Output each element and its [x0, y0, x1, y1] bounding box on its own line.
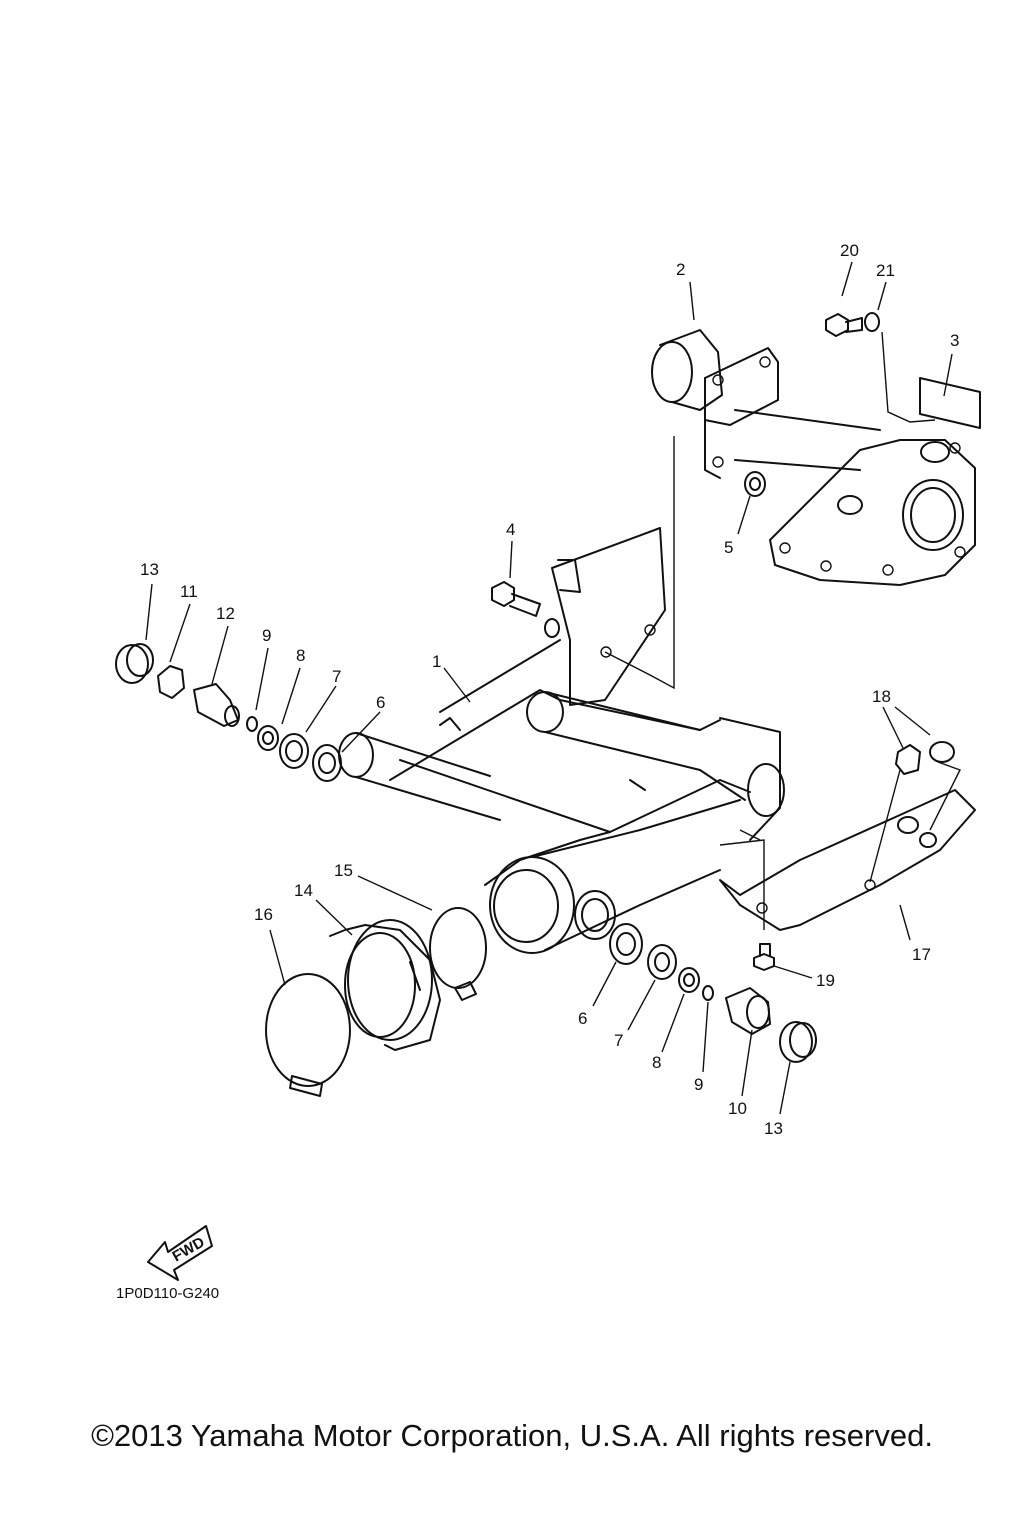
callout-7-right: 7	[614, 1031, 623, 1050]
callout-6-right: 6	[578, 1009, 587, 1028]
seal-7-left	[279, 733, 309, 769]
fwd-arrow-icon: FWD	[147, 1225, 213, 1281]
boot-14	[329, 919, 441, 1051]
washer-21	[864, 312, 880, 332]
callout-1: 1	[432, 652, 441, 671]
callout-6-left: 6	[376, 693, 385, 712]
nut-11	[157, 665, 185, 699]
callout-17: 17	[912, 945, 931, 964]
clamp-15	[429, 907, 487, 1001]
callout-9-right: 9	[694, 1075, 703, 1094]
bolt-4	[491, 581, 560, 638]
shaft-10	[725, 987, 771, 1035]
bearing-6-right	[609, 923, 643, 965]
callout-21: 21	[876, 261, 895, 280]
shaft-12	[193, 683, 240, 727]
collar-8-left	[257, 725, 279, 751]
leader-lines	[145, 261, 961, 1115]
callout-15: 15	[334, 861, 353, 880]
callout-7-left: 7	[332, 667, 341, 686]
bolt-19	[753, 943, 775, 971]
seal-7-right	[647, 944, 677, 980]
callout-13-right: 13	[764, 1119, 783, 1138]
cap-13-left	[115, 643, 154, 684]
callout-12: 12	[216, 604, 235, 623]
swingarm	[338, 527, 785, 954]
callout-20: 20	[840, 241, 859, 260]
bolt-20	[825, 313, 863, 337]
callout-19: 19	[816, 971, 835, 990]
callout-10: 10	[728, 1099, 747, 1118]
guard-17	[719, 789, 976, 931]
label-3	[919, 377, 981, 429]
callout-18: 18	[872, 687, 891, 706]
oring-9-right	[702, 985, 714, 1001]
callout-2: 2	[676, 260, 685, 279]
callout-9-left: 9	[262, 626, 271, 645]
callout-8-right: 8	[652, 1053, 661, 1072]
callout-8-left: 8	[296, 646, 305, 665]
callout-14: 14	[294, 881, 313, 900]
cap-13-right	[779, 1021, 817, 1063]
callout-3: 3	[950, 331, 959, 350]
clamp-16	[265, 973, 351, 1097]
callout-5: 5	[724, 538, 733, 557]
cap-18	[895, 741, 955, 775]
callout-13-left: 13	[140, 560, 159, 579]
oring-9-left	[246, 716, 258, 732]
copyright-text: ©2013 Yamaha Motor Corporation, U.S.A. A…	[91, 1418, 933, 1453]
diagram-code: 1P0D110-G240	[116, 1285, 219, 1302]
callout-4: 4	[506, 520, 515, 539]
callout-labels: 1 2 3 4 5 6 7 8 9 10 11 12 13 14 15 16 1…	[140, 241, 959, 1138]
axle-housing	[651, 329, 976, 586]
callout-11: 11	[180, 582, 198, 601]
bearing-6-left	[312, 744, 342, 782]
collar-8-right	[678, 967, 700, 993]
callout-16: 16	[254, 905, 273, 924]
